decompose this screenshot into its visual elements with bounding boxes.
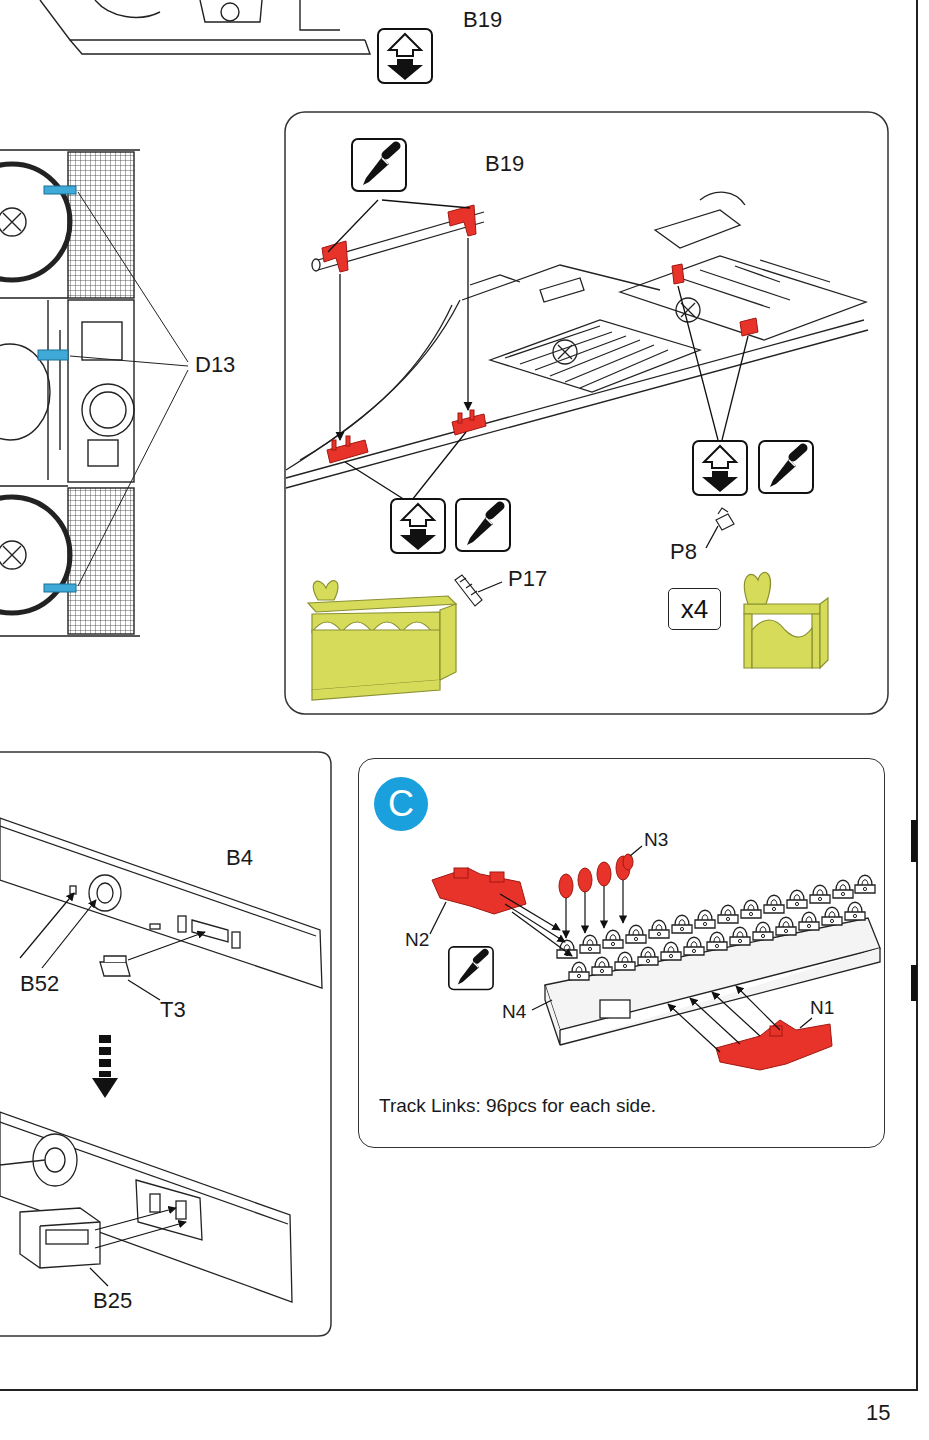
part-label: N1 — [810, 998, 834, 1019]
part-label: P17 — [508, 567, 547, 591]
part-label: B25 — [93, 1289, 132, 1313]
note-text: Track Links: 96pcs for each side. — [379, 1096, 656, 1117]
quantity-text: x4 — [681, 595, 708, 624]
part-label: T3 — [160, 998, 186, 1022]
part-label: B4 — [226, 846, 253, 870]
part-label: B19 — [485, 152, 524, 176]
step-panel: Track Links: 96pcs for each side. C — [358, 758, 885, 1148]
step-badge: C — [374, 777, 428, 831]
part-label: N4 — [502, 1002, 526, 1023]
part-label: P8 — [670, 540, 697, 564]
part-label: N3 — [644, 830, 668, 851]
quantity-box: x4 — [668, 588, 721, 630]
part-label: B52 — [20, 972, 59, 996]
page-number: 15 — [866, 1401, 890, 1425]
part-label: N2 — [405, 930, 429, 951]
part-label: D13 — [195, 353, 235, 377]
step-letter: C — [388, 784, 414, 824]
part-label: B19 — [463, 8, 502, 32]
